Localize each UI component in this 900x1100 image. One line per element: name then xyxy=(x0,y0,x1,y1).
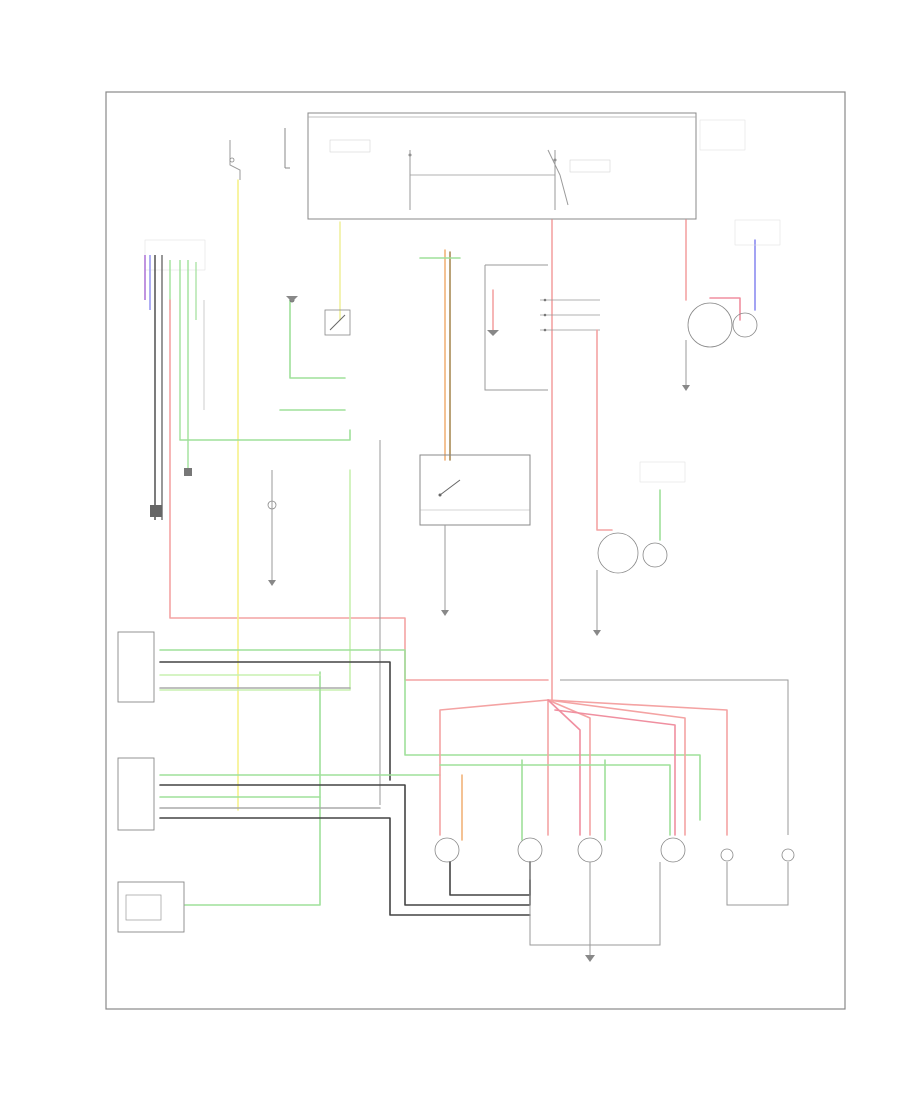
module-bottom-left xyxy=(117,881,185,933)
lamp-bottom-4 xyxy=(660,837,686,863)
lamp-bottom-2 xyxy=(517,837,543,863)
module-upper-left xyxy=(117,631,701,821)
center-relay xyxy=(419,454,531,616)
lamp-bottom-3 xyxy=(577,837,603,863)
bottom-distribution xyxy=(434,679,795,962)
fuse-relay-box xyxy=(307,112,746,220)
module-lower-left xyxy=(117,757,531,916)
lamp-left-mid xyxy=(267,470,277,586)
ignition-switch xyxy=(229,128,290,180)
mid-relay xyxy=(484,264,548,391)
lamp-assembly-mid-right xyxy=(593,461,686,636)
pink-wire-right xyxy=(596,329,613,531)
red-wire-left xyxy=(169,299,549,681)
right-connector-ticks xyxy=(540,298,600,332)
switch-circuit xyxy=(159,296,351,906)
lamp-bottom-1 xyxy=(434,837,460,863)
lamp-assembly-top-right xyxy=(682,219,781,391)
left-connector-bundle xyxy=(144,239,206,520)
diagram-border xyxy=(105,91,846,1010)
